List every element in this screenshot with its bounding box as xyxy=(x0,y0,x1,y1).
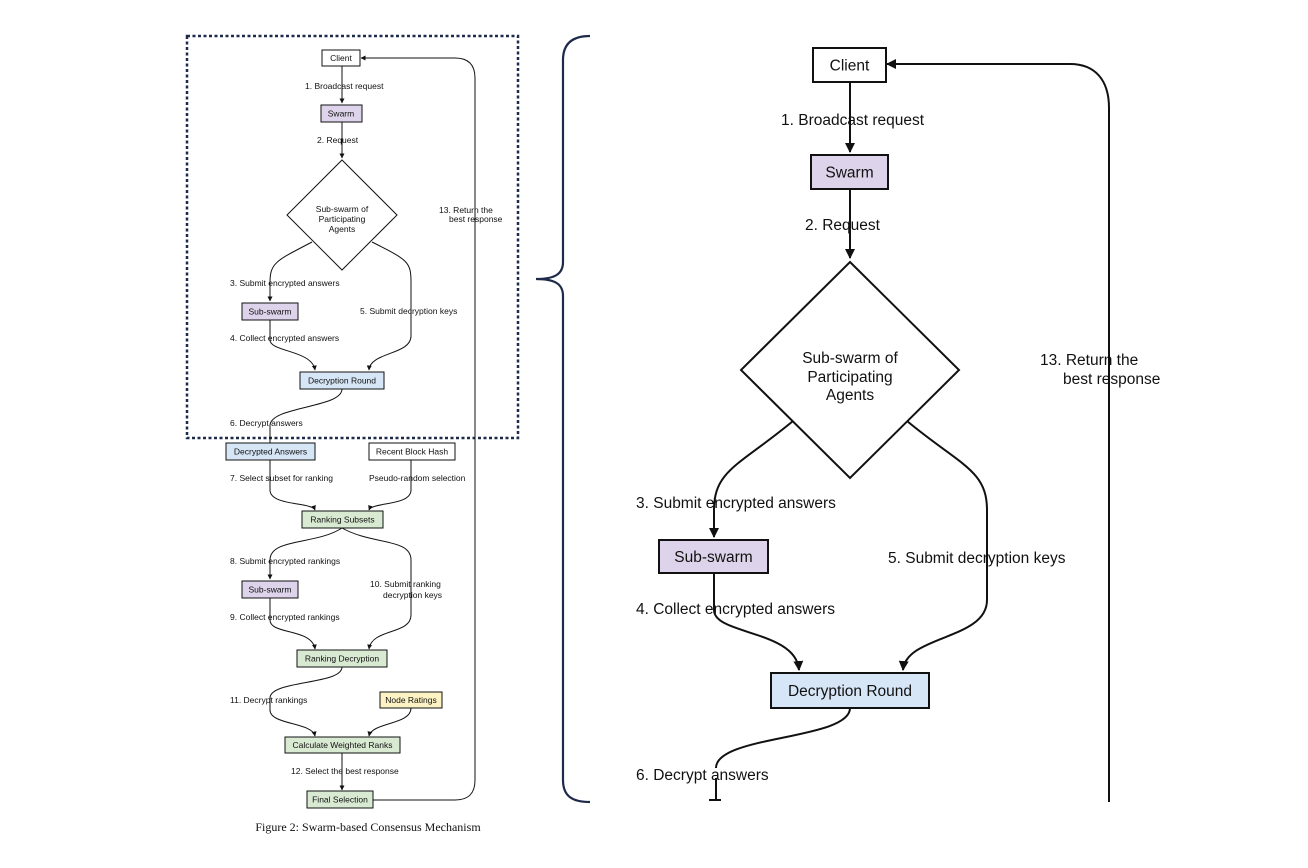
participating-label-1: Sub-swarm of xyxy=(316,204,369,214)
zoom-edge-label-6: 6. Decrypt answers xyxy=(636,767,769,784)
edge-label-9: 9. Collect encrypted rankings xyxy=(230,612,340,622)
zoom-client-node xyxy=(812,47,887,83)
decryption-round-label: Decryption Round xyxy=(308,376,376,386)
edge-label-2: 2. Request xyxy=(317,135,359,145)
small-edges xyxy=(267,55,476,801)
zoom-participating-label-2: Participating xyxy=(807,369,892,386)
answers-subswarm-node xyxy=(241,302,299,321)
zoomed-edges xyxy=(709,59,1110,802)
ranking-decryption-label: Ranking Decryption xyxy=(305,654,379,664)
answers-subswarm-label: Sub-swarm xyxy=(249,307,292,317)
zoom-swarm-node xyxy=(810,154,889,190)
swarm-node xyxy=(320,104,363,123)
zoom-decryption-round-label: Decryption Round xyxy=(788,683,912,700)
zoom-edge-label-13-line1: 13. Return the xyxy=(1040,352,1138,369)
zoom-client-label: Client xyxy=(830,58,870,75)
node-ratings-node xyxy=(379,691,443,709)
zoom-edge-label-4: 4. Collect encrypted answers xyxy=(636,601,835,618)
zoomed-diagram: Client Swarm Sub-swarm of Participating … xyxy=(636,47,1160,802)
node-ratings-label: Node Ratings xyxy=(385,695,437,705)
decrypted-answers-node xyxy=(225,442,316,461)
recent-block-hash-label: Recent Block Hash xyxy=(376,447,449,457)
ranking-subsets-label: Ranking Subsets xyxy=(310,515,374,525)
zoom-participating-diamond xyxy=(739,260,961,480)
zoom-participating-label-1: Sub-swarm of xyxy=(802,350,898,367)
edge-label-5: 5. Submit decryption keys xyxy=(360,306,457,316)
recent-block-hash-node xyxy=(368,442,456,461)
participating-label-2: Participating xyxy=(319,214,366,224)
edge-label-12: 12. Select the best response xyxy=(291,766,399,776)
zoom-participating-label-3: Agents xyxy=(826,387,875,404)
edge-label-3: 3. Submit encrypted answers xyxy=(230,278,340,288)
decryption-round-node xyxy=(299,371,385,390)
rankings-subswarm-node xyxy=(241,580,299,599)
zoom-answers-subswarm-label: Sub-swarm xyxy=(674,549,752,566)
zoom-edge-label-1: 1. Broadcast request xyxy=(781,112,925,129)
participating-label-3: Agents xyxy=(329,224,355,234)
client-node xyxy=(321,49,361,67)
decrypted-answers-label: Decrypted Answers xyxy=(234,447,307,457)
edge-label-13-line1: 13. Return the xyxy=(439,205,493,215)
zoom-brace xyxy=(535,34,591,804)
edge-label-prs: Pseudo-random selection xyxy=(369,473,466,483)
edge-label-8: 8. Submit encrypted rankings xyxy=(230,556,340,566)
edge-label-10-line1: 10. Submit ranking xyxy=(370,579,441,589)
weighted-ranks-label: Calculate Weighted Ranks xyxy=(292,740,392,750)
figure-caption: Figure 2: Swarm-based Consensus Mechanis… xyxy=(255,820,481,834)
edge-label-13-line2: best response xyxy=(449,214,503,224)
zoom-decryption-round-node xyxy=(770,672,930,709)
zoom-edge-label-2: 2. Request xyxy=(805,217,881,234)
edge-label-4: 4. Collect encrypted answers xyxy=(230,333,339,343)
full-diagram: Client Swarm Sub-swarm of Participating … xyxy=(185,34,520,834)
edge-label-6: 6. Decrypt answers xyxy=(230,418,303,428)
edge-label-11: 11. Decrypt rankings xyxy=(230,695,307,705)
edge-label-7: 7. Select subset for ranking xyxy=(230,473,333,483)
final-selection-label: Final Selection xyxy=(312,795,368,805)
zoom-swarm-label: Swarm xyxy=(825,165,873,182)
weighted-ranks-node xyxy=(284,736,401,754)
zoom-answers-subswarm-node xyxy=(658,539,769,574)
final-selection-node xyxy=(306,790,374,809)
participating-subswarm-diamond xyxy=(286,159,398,271)
client-label: Client xyxy=(330,53,352,63)
edge-label-1: 1. Broadcast request xyxy=(305,81,384,91)
ranking-subsets-node xyxy=(301,510,384,529)
zoom-edge-label-5: 5. Submit decryption keys xyxy=(888,550,1066,567)
edge-label-10-line2: decryption keys xyxy=(383,590,442,600)
ranking-decryption-node xyxy=(296,649,388,668)
zoom-edge-label-3: 3. Submit encrypted answers xyxy=(636,495,836,512)
rankings-subswarm-label: Sub-swarm xyxy=(249,585,292,595)
zoom-region-frame xyxy=(185,34,520,440)
zoom-edge-label-13-line2: best response xyxy=(1063,371,1160,388)
swarm-label: Swarm xyxy=(328,109,354,119)
